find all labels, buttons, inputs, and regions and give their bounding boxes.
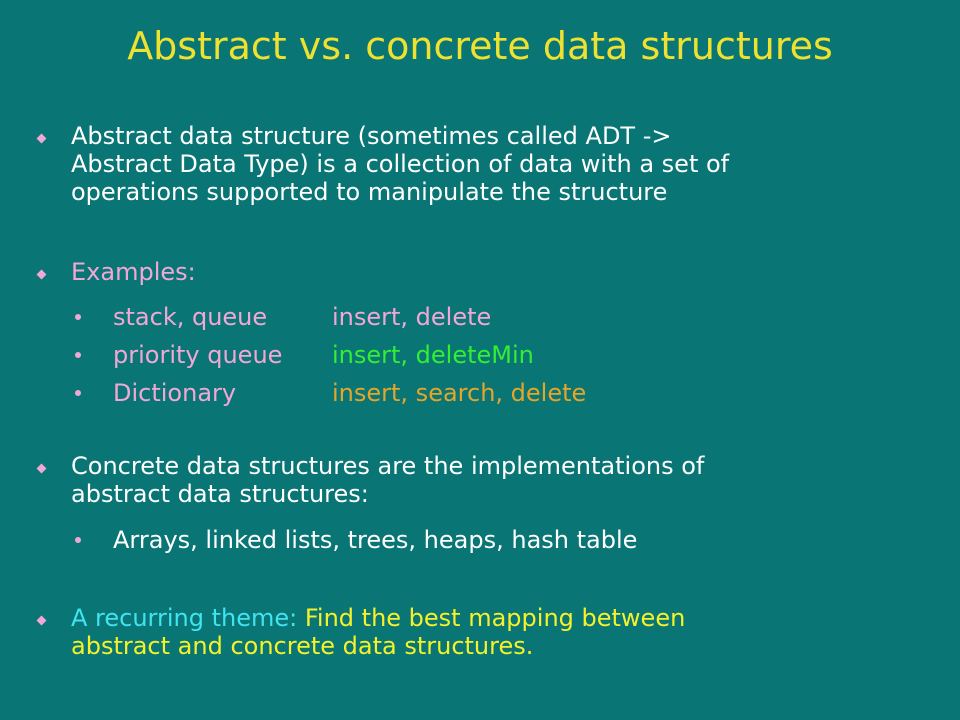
text-line: Concrete data structures are the impleme… (71, 452, 705, 480)
slide-title: Abstract vs. concrete data structures (127, 24, 833, 68)
diamond-bullet-icon (36, 133, 47, 144)
bullet-text: Abstract data structure (sometimes calle… (71, 122, 941, 206)
dot-bullet-icon (75, 352, 81, 358)
example-name: priority queue (113, 341, 283, 369)
dot-bullet-icon (75, 314, 81, 320)
bullet-adt-definition: Abstract data structure (sometimes calle… (36, 122, 941, 212)
dot-bullet-icon (75, 390, 81, 396)
text-line: abstract and concrete data structures. (71, 632, 534, 660)
text-line: abstract data structures: (71, 480, 369, 508)
text-line: Abstract data structure (sometimes calle… (71, 122, 672, 150)
bullet-recurring-theme: A recurring theme: Find the best mapping… (36, 604, 941, 666)
example-name: Dictionary (113, 379, 237, 407)
text-line: operations supported to manipulate the s… (71, 178, 668, 206)
example-name: stack, queue (113, 303, 268, 331)
theme-text: Find the best mapping between (297, 604, 686, 632)
text-line: A recurring theme: Find the best mapping… (71, 604, 941, 632)
bullet-text: A recurring theme: Find the best mapping… (71, 604, 941, 660)
concrete-examples: Arrays, linked lists, trees, heaps, hash… (113, 526, 638, 554)
text-line: Abstract Data Type) is a collection of d… (71, 150, 730, 178)
diamond-bullet-icon (36, 615, 47, 626)
examples-label: Examples: (71, 258, 196, 286)
diamond-bullet-icon (36, 269, 47, 280)
example-ops: insert, deleteMin (332, 341, 534, 369)
bullet-concrete-definition: Concrete data structures are the impleme… (36, 452, 941, 514)
bullet-examples: Examples: (36, 258, 938, 290)
example-ops: insert, delete (332, 303, 492, 331)
diamond-bullet-icon (36, 463, 47, 474)
dot-bullet-icon (75, 537, 81, 543)
example-ops: insert, search, delete (332, 379, 587, 407)
theme-label: A recurring theme: (71, 604, 298, 632)
bullet-text: Concrete data structures are the impleme… (71, 452, 941, 508)
